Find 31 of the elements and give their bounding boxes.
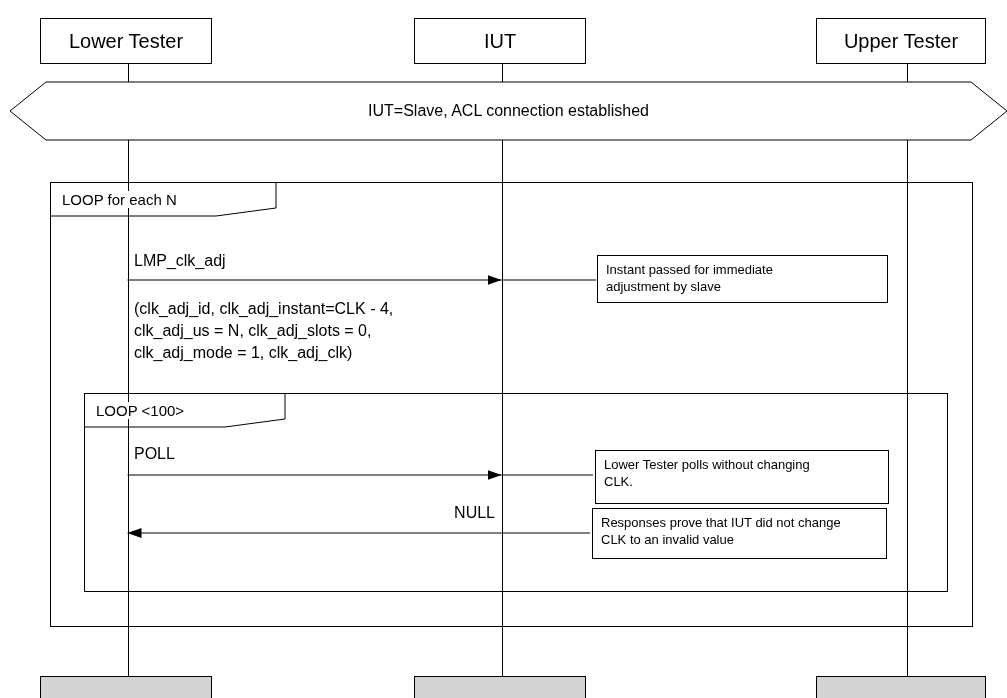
- note-connector: [501, 474, 594, 476]
- participant-box: [816, 18, 986, 64]
- lifeline: [904, 64, 909, 676]
- loop-frame: [84, 393, 948, 592]
- lifeline-end-bar: [40, 676, 212, 698]
- note-text: Instant passed for immediate adjustment by slave: [606, 262, 773, 294]
- loop-label: LOOP <100>: [96, 402, 185, 419]
- lifeline-end-bar: [816, 676, 986, 698]
- loop-label: LOOP for each N: [62, 191, 177, 208]
- lifeline-end-bar: [414, 676, 586, 698]
- participant-name: IUT: [483, 29, 517, 53]
- participant-name: Lower Tester: [68, 29, 184, 53]
- condition-text: IUT=Slave, ACL connection established: [368, 102, 649, 120]
- note-box: [595, 450, 889, 504]
- message-arrow: [127, 528, 502, 538]
- note-box: [597, 255, 888, 303]
- note-connector: [501, 532, 591, 534]
- participant-box: [40, 18, 212, 64]
- message-label: LMP_clk_adj: [134, 252, 226, 270]
- message-label: POLL: [134, 445, 175, 463]
- note-box: [592, 508, 887, 559]
- loop-frame: [50, 182, 973, 627]
- message-arrow: [127, 275, 502, 285]
- message-label: NULL: [454, 504, 495, 522]
- message-arrow: [127, 470, 502, 480]
- note-text: Responses prove that IUT did not change CLK to an invalid value: [601, 515, 841, 547]
- message-parameters: (clk_adj_id, clk_adj_instant=CLK - 4, clk_adj_us = N, clk_adj_slots = 0, clk_adj_mode = 1, clk_adj_clk): [134, 299, 395, 363]
- participant-box: [414, 18, 586, 64]
- note-connector: [501, 279, 597, 281]
- participant-name: Upper Tester: [843, 29, 959, 53]
- note-text: Lower Tester polls without changing CLK.: [604, 457, 810, 489]
